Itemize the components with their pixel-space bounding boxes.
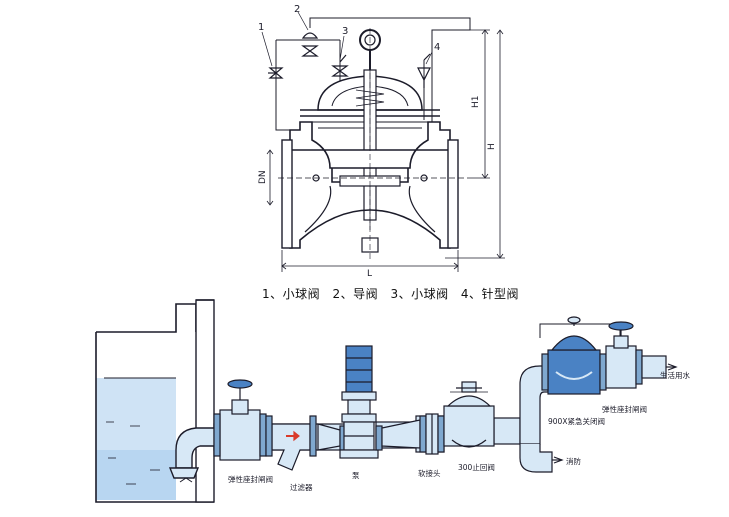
legend-item-2: 2、导阀 <box>332 287 379 301</box>
riser-pipe <box>519 365 564 473</box>
label-outlet-fire: 消防 <box>566 456 581 466</box>
check-valve <box>443 381 495 448</box>
suction-pipe <box>168 427 221 483</box>
pump <box>339 345 383 459</box>
reducer <box>317 423 347 451</box>
label-outlet-domestic: 生活用水 <box>660 370 690 380</box>
label-check-valve: 300止回阀 <box>458 462 495 472</box>
component-legend: 1、小球阀 2、导阀 3、小球阀 4、针型阀 <box>262 285 527 302</box>
label-pump: 泵 <box>352 471 360 480</box>
label-emergency-valve: 900X紧急关闭阀 <box>548 416 605 426</box>
valve-section-drawing <box>261 11 505 272</box>
callout-3: 3 <box>342 26 348 37</box>
dim-h-label: H <box>487 143 497 150</box>
dim-dn-label: DN <box>258 170 268 184</box>
y-strainer <box>265 415 317 471</box>
water-tank <box>95 299 215 503</box>
callout-4: 4 <box>434 42 440 53</box>
legend-item-1: 1、小球阀 <box>262 287 321 301</box>
dim-h1-label: H1 <box>471 96 481 109</box>
label-flex-joint: 软接头 <box>418 468 441 478</box>
callout-2: 2 <box>294 4 300 15</box>
legend-item-3: 3、小球阀 <box>390 287 449 301</box>
label-filter: 过滤器 <box>290 482 313 492</box>
gate-valve-1 <box>213 379 267 461</box>
gate-valve-2 <box>605 321 678 389</box>
callout-1: 1 <box>258 22 264 33</box>
dim-l-label: L <box>367 269 372 279</box>
legend-item-4: 4、针型阀 <box>460 287 520 301</box>
label-gate-valve: 弹性座封闸阀 <box>228 474 273 484</box>
label-gate-valve-2: 弹性座封闸阀 <box>602 404 647 414</box>
emergency-valve <box>539 316 621 395</box>
